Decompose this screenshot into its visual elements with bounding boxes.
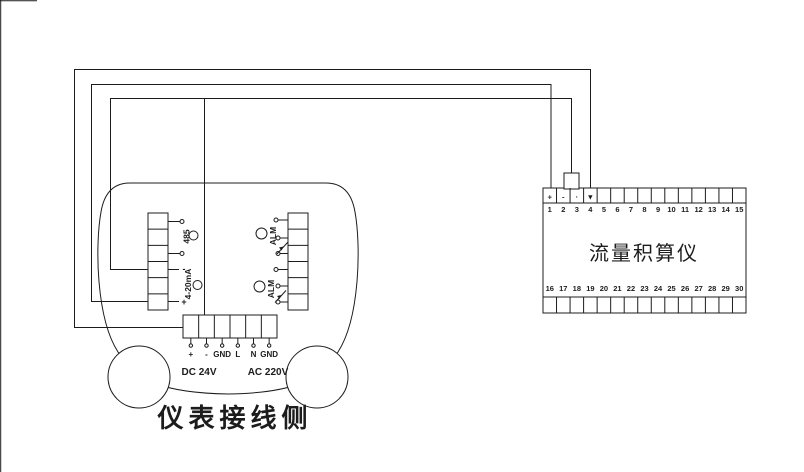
canvas-edge-artifacts — [0, 0, 37, 472]
screw-hole-circle — [192, 280, 203, 290]
bottom-terminal-number: 20 — [600, 284, 608, 293]
totalizer-title: 流量积算仪 — [589, 242, 699, 265]
bottom-terminal-number: 30 — [735, 284, 743, 293]
top-terminal-number: 1 — [548, 205, 552, 214]
top-terminal-number: 7 — [629, 205, 633, 214]
power-terminal-label: GND — [213, 350, 231, 359]
lead-terminal-circle — [179, 219, 185, 224]
top-terminal-number: 9 — [656, 205, 660, 214]
top-terminal-number: 15 — [735, 205, 743, 214]
bottom-terminal-number: 23 — [640, 284, 648, 293]
terminal-block-dividers — [148, 228, 308, 295]
label-4-20ma: 4-20mA — [183, 269, 193, 300]
terminal-pin-circle — [219, 343, 225, 348]
relay-contact-arrow — [279, 246, 284, 251]
power-terminal-label: + — [188, 350, 193, 359]
bottom-terminal-number: 25 — [667, 284, 675, 293]
terminal-pin-circle — [251, 343, 256, 348]
mark-minus: - — [183, 264, 186, 274]
totalizer-top-terminal-row — [542, 187, 747, 204]
totalizer-terminal-separators — [556, 188, 733, 313]
lead-terminal-circle — [275, 283, 281, 289]
terminal-pin-circle — [235, 343, 241, 348]
power-terminal-label: L — [235, 350, 240, 359]
top-terminal-number: 12 — [694, 205, 702, 214]
top-terminal-number: 2 — [561, 205, 565, 214]
mark-plus: + — [181, 297, 186, 307]
lead-terminal-circle — [275, 251, 281, 256]
bottom-terminal-number: 26 — [681, 284, 689, 293]
input-terminal-mark: · — [576, 193, 579, 202]
label-alarm-bottom: ALM — [266, 280, 276, 298]
power-terminal-label: N — [251, 350, 257, 359]
top-terminal-number: 10 — [667, 205, 675, 214]
bottom-terminal-number: 17 — [559, 284, 567, 293]
bottom-terminal-number: 27 — [694, 284, 702, 293]
top-terminal-number: 6 — [615, 205, 619, 214]
lead-terminal-circle — [179, 251, 185, 256]
totalizer-bottom-terminal-row — [542, 296, 747, 314]
terminal-pin-circle — [188, 343, 194, 348]
power-terminal-label: - — [205, 350, 208, 359]
bottom-terminal-number: 29 — [722, 284, 730, 293]
screw-hole-circle — [253, 280, 266, 293]
wires — [74, 69, 591, 328]
input-terminal-mark: - — [562, 193, 565, 202]
screw-hole-circle — [255, 227, 268, 240]
bottom-terminal-number: 19 — [586, 284, 594, 293]
lead-terminal-circle — [275, 235, 281, 241]
screw-hole-circle — [188, 230, 199, 241]
lead-terminal-circle — [273, 217, 279, 223]
cable-gland-notch-right — [285, 345, 349, 409]
input-terminal-mark: ▼ — [587, 193, 594, 202]
top-terminal-number: 13 — [708, 205, 716, 214]
totalizer-body — [542, 202, 747, 298]
top-terminal-number: 8 — [642, 205, 646, 214]
ac-group-label: AC 220V — [248, 367, 289, 378]
dc-group-label: DC 24V — [181, 367, 216, 378]
input-terminal-mark: + — [548, 193, 553, 202]
cable-gland-notch-left — [107, 345, 171, 409]
wire-4-20ma-minus-to-jumper — [110, 98, 572, 270]
bottom-terminal-number: 24 — [654, 284, 663, 293]
top-terminal-number: 5 — [602, 205, 606, 214]
diagram-caption: 仪表接线侧 — [156, 403, 312, 433]
terminal-jumper-box — [563, 172, 580, 190]
label-alarm-top: ALM — [268, 227, 278, 245]
top-terminal-number: 14 — [722, 205, 731, 214]
bottom-terminal-number: 16 — [546, 284, 554, 293]
terminal-pin-circle — [266, 343, 272, 348]
terminal-pin-circle — [204, 343, 209, 348]
power-terminal-label: GND — [260, 350, 278, 359]
wire-power-plus-to-terminal4 — [74, 69, 591, 328]
bottom-terminal-number: 22 — [627, 284, 635, 293]
top-terminal-number: 11 — [681, 205, 689, 214]
wire-4-20ma-plus-to-terminal1 — [91, 84, 552, 302]
relay-contact-arrow — [277, 295, 282, 299]
top-terminal-number: 4 — [588, 205, 593, 214]
bottom-terminal-number: 28 — [708, 284, 716, 293]
top-terminal-number: 3 — [575, 205, 579, 214]
label-485: 485 — [182, 229, 192, 243]
lead-terminal-circle — [273, 267, 279, 272]
bottom-terminal-number: 21 — [613, 284, 621, 293]
bottom-terminal-number: 18 — [573, 284, 581, 293]
